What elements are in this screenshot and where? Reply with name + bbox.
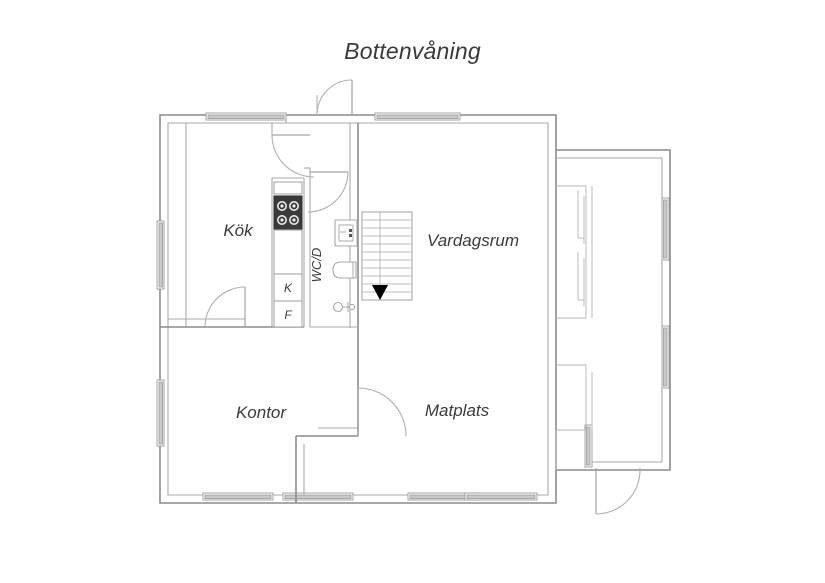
window-top-living <box>374 112 461 121</box>
staircase <box>361 211 413 301</box>
kitchen-door[interactable] <box>271 134 315 178</box>
room-label-vardagsrum: Vardagsrum <box>427 231 519 250</box>
room-label-kontor: Kontor <box>236 403 287 422</box>
interior-walls <box>160 95 359 503</box>
window-bottom-1 <box>202 492 274 501</box>
entry-door[interactable] <box>316 79 353 116</box>
window-right-lower <box>661 325 670 389</box>
stove-cooktop <box>273 181 303 231</box>
veranda-exit-door[interactable] <box>595 468 641 515</box>
page-title: Bottenvåning <box>344 38 481 64</box>
appliance-f-label: F <box>284 308 292 322</box>
window-right-veranda <box>584 424 593 468</box>
window-bottom-2 <box>282 492 354 501</box>
window-bottom-4 <box>464 492 538 501</box>
room-label-kok: Kök <box>223 221 254 240</box>
wc-door[interactable] <box>307 171 349 213</box>
bathroom-sink <box>334 219 358 247</box>
room-label-wc-d: WC/D <box>309 248 324 283</box>
toilet <box>332 261 357 279</box>
kok-kontor-door[interactable] <box>204 286 246 328</box>
appliance-k: K <box>273 273 303 302</box>
window-left-office <box>156 379 165 447</box>
window-left-kitchen <box>156 220 165 290</box>
window-right-upper <box>661 197 670 261</box>
appliance-f: F <box>273 300 303 328</box>
window-top-kitchen <box>205 112 287 121</box>
stair-direction-arrow <box>372 285 388 300</box>
appliance-k-label: K <box>284 281 293 295</box>
kitchen-counter <box>273 229 303 275</box>
room-label-matplats: Matplats <box>425 401 490 420</box>
kontor-matplats-door[interactable] <box>357 387 407 437</box>
floor-drain <box>332 301 356 313</box>
veranda-walls <box>555 149 671 471</box>
